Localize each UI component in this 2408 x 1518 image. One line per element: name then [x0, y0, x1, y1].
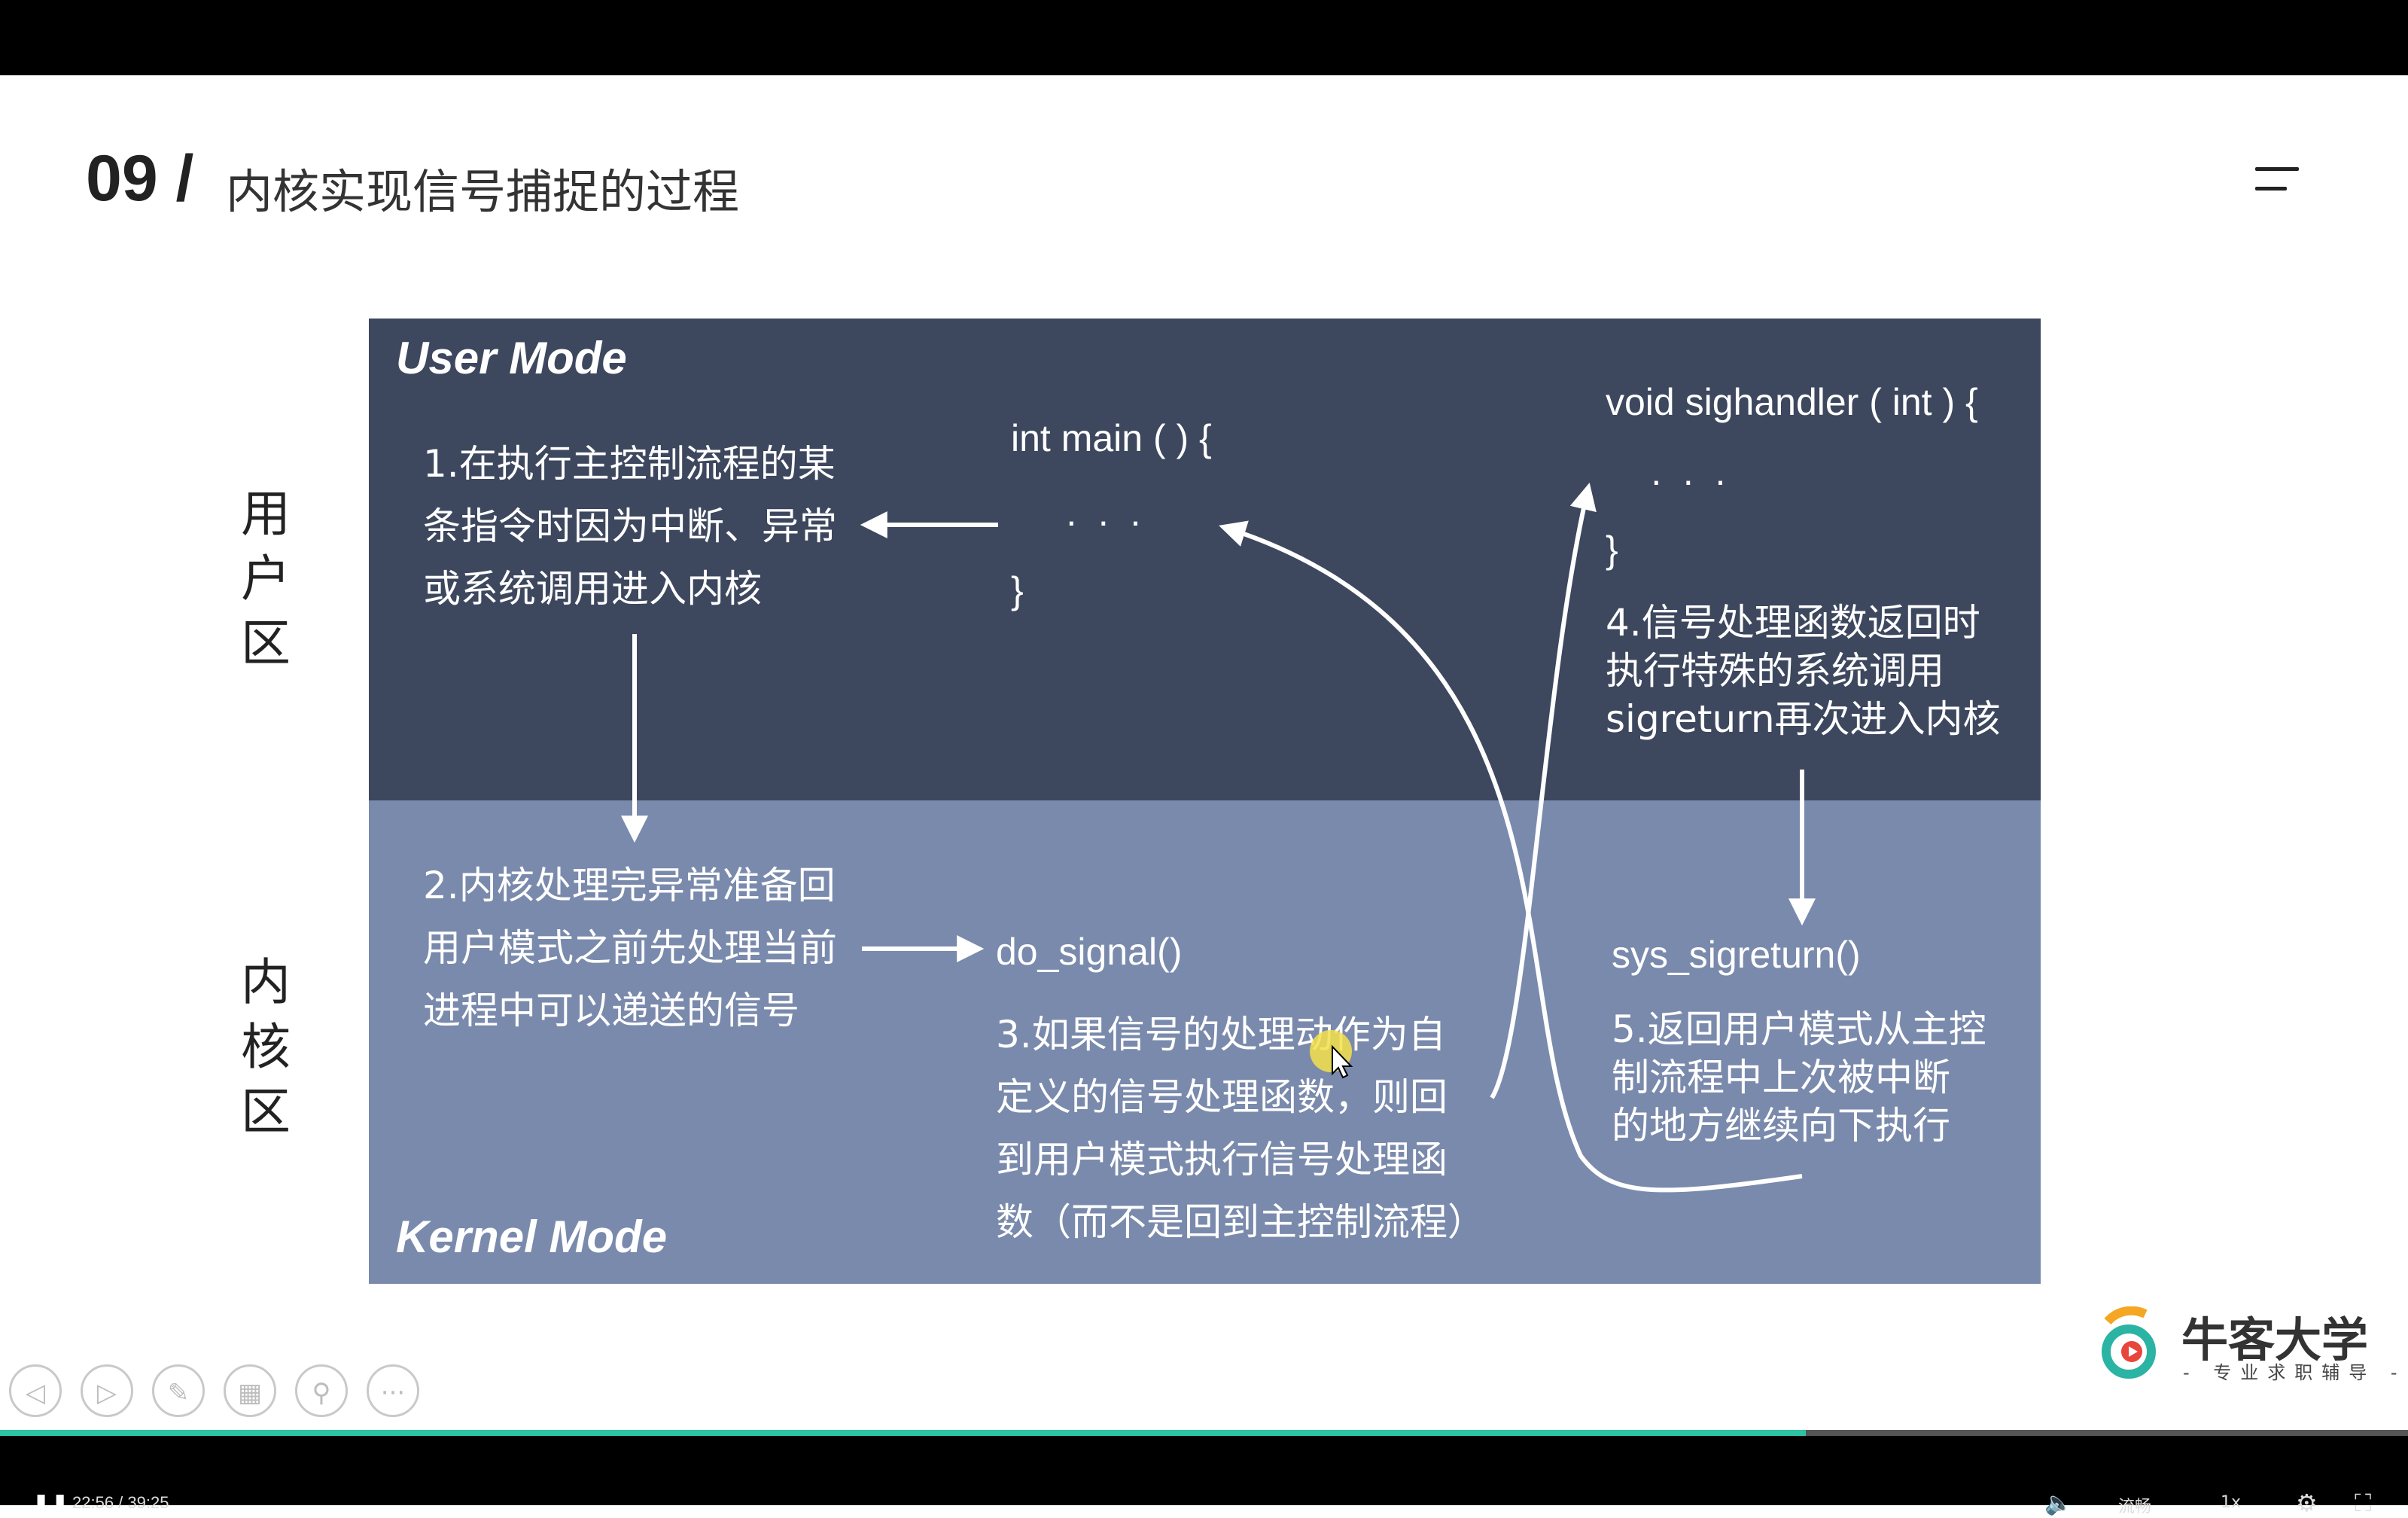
step4-text: 4.信号处理函数返回时 执行特殊的系统调用 sigreturn再次进入内核: [1606, 599, 2001, 743]
prev-icon[interactable]: ◁: [9, 1364, 62, 1417]
side-label-kernel: 内核区: [239, 950, 292, 1145]
step4-line: sigreturn再次进入内核: [1606, 697, 2001, 741]
slide-title: 内核实现信号捕捉的过程: [226, 164, 740, 219]
step3-text: 3.如果信号的处理动作为自 定义的信号处理函数，则回 到用户模式执行信号处理函 …: [996, 1004, 1485, 1254]
step3-line: 到用户模式执行信号处理函: [996, 1138, 1448, 1181]
pen-icon[interactable]: ✎: [152, 1364, 205, 1417]
progress-fill: [0, 1430, 1807, 1436]
top-black-bar: [0, 0, 2408, 75]
gear-icon[interactable]: ⚙: [2296, 1489, 2318, 1517]
next-icon[interactable]: ▷: [81, 1364, 133, 1417]
quality-button[interactable]: 流畅: [2118, 1498, 2152, 1516]
user-mode-label: User Mode: [396, 333, 627, 383]
side-label-user: 用户区: [239, 482, 292, 676]
logo-title: 牛客大学: [2181, 1312, 2369, 1367]
niuke-logo: 牛客大学 - 专业求职辅导 -: [2085, 1299, 2397, 1389]
zoom-icon[interactable]: ⚲: [295, 1364, 348, 1417]
step5-line: 的地方继续向下执行: [1612, 1104, 1950, 1148]
handler-code-open: void sighandler ( int ) {: [1606, 381, 1978, 423]
time-display: 22:56 / 39:25: [72, 1493, 169, 1512]
step1-line: 或系统调用进入内核: [423, 567, 762, 611]
step2-line: 用户模式之前先处理当前: [423, 926, 837, 970]
step3-line: 3.如果信号的处理动作为自: [996, 1013, 1446, 1056]
presentation-toolbar: ◁ ▷ ✎ ▦ ⚲ ···: [9, 1364, 431, 1425]
step5-line: 制流程中上次被中断: [1612, 1056, 1950, 1099]
do-signal-label: do_signal(): [996, 931, 1183, 973]
main-code-ellipsis: · · ·: [1065, 500, 1146, 542]
step4-line: 4.信号处理函数返回时: [1606, 601, 1980, 645]
slides-icon[interactable]: ▦: [224, 1364, 276, 1417]
step1-text: 1.在执行主控制流程的某 条指令时因为中断、异常 或系统调用进入内核: [423, 433, 837, 620]
kernel-mode-label: Kernel Mode: [396, 1212, 668, 1262]
handler-code-ellipsis: · · ·: [1650, 459, 1731, 501]
more-icon[interactable]: ···: [367, 1364, 419, 1417]
progress-track[interactable]: [0, 1430, 2408, 1436]
step3-line: 数（而不是回到主控制流程）: [996, 1200, 1485, 1244]
step3-line: 定义的信号处理函数，则回: [996, 1075, 1448, 1119]
step4-line: 执行特殊的系统调用: [1606, 649, 1944, 693]
side-label-kernel-text: 内核区: [241, 953, 291, 1141]
logo-subtitle: - 专业求职辅导 -: [2183, 1362, 2406, 1383]
speed-button[interactable]: 1x: [2221, 1493, 2242, 1512]
volume-icon[interactable]: 🔈: [2044, 1490, 2073, 1516]
step1-line: 条指令时因为中断、异常: [423, 504, 837, 548]
slide-number: 09 /: [86, 142, 194, 215]
step2-line: 进程中可以递送的信号: [423, 989, 799, 1032]
signal-capture-diagram: User Mode Kernel Mode 1.在执行主控制流程的某 条指令时因…: [369, 319, 2041, 1284]
step1-line: 1.在执行主控制流程的某: [423, 442, 836, 486]
step5-line: 5.返回用户模式从主控: [1612, 1007, 1986, 1051]
sys-sigreturn-label: sys_sigreturn(): [1612, 934, 1861, 976]
handler-code-close: }: [1606, 529, 1618, 571]
step2-line: 2.内核处理完异常准备回: [423, 864, 836, 907]
main-code-open: int main ( ) {: [1011, 417, 1212, 459]
step2-text: 2.内核处理完异常准备回 用户模式之前先处理当前 进程中可以递送的信号: [423, 855, 837, 1042]
side-label-user-text: 用户区: [241, 485, 291, 672]
step5-text: 5.返回用户模式从主控 制流程中上次被中断 的地方继续向下执行: [1612, 1005, 1986, 1150]
video-player-bar: ❚❚ 22:56 / 39:25 🔈 流畅 1x ⚙ ⛶: [0, 1430, 2408, 1518]
menu-icon[interactable]: [2255, 167, 2299, 194]
logo-mark-icon: [2102, 1306, 2156, 1379]
mouse-cursor: [1310, 1030, 1362, 1083]
main-code-close: }: [1011, 569, 1024, 611]
fullscreen-icon[interactable]: ⛶: [2355, 1489, 2372, 1517]
